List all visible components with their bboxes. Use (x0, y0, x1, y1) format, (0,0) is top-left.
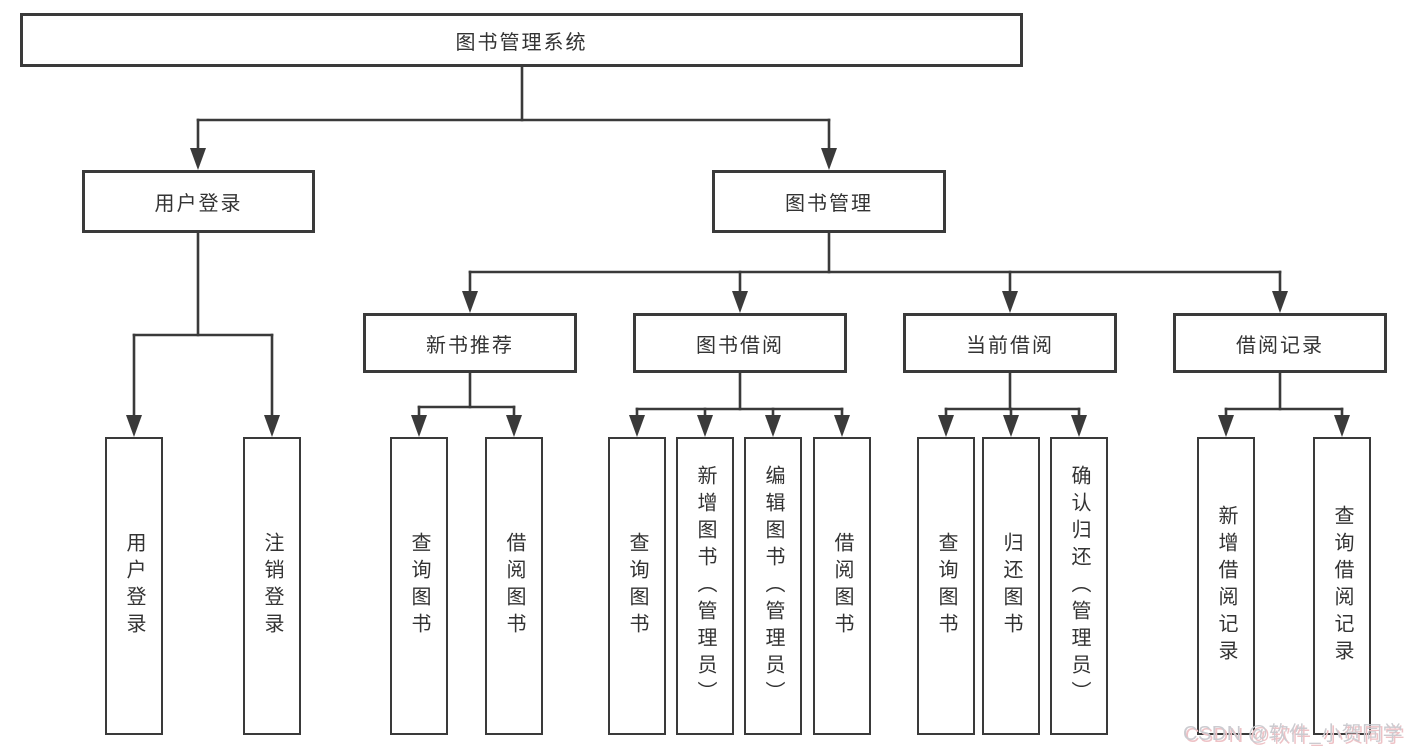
leaf-query-books-recommend: 查询图书 (390, 437, 448, 735)
leaf-label: 用户登录 (123, 532, 145, 640)
connector-root (190, 65, 837, 170)
leaf-label: 确认归还（管理员） (1068, 464, 1090, 708)
connector-book-borrow (629, 371, 850, 437)
leaf-label: 查询图书 (935, 532, 957, 640)
connector-user-login (126, 231, 280, 437)
leaf-confirm-return-admin: 确认归还（管理员） (1050, 437, 1108, 735)
connector-book-management (462, 231, 1288, 313)
leaf-query-books-current: 查询图书 (917, 437, 975, 735)
leaf-label: 归还图书 (1000, 532, 1022, 640)
leaf-borrow-books: 借阅图书 (813, 437, 871, 735)
leaf-label: 查询图书 (626, 532, 648, 640)
leaf-query-borrow-record: 查询借阅记录 (1313, 437, 1371, 735)
leaf-query-books-borrow: 查询图书 (608, 437, 666, 735)
leaf-return-books: 归还图书 (982, 437, 1040, 735)
leaf-add-books-admin: 新增图书（管理员） (676, 437, 734, 735)
node-current-borrow: 当前借阅 (903, 313, 1117, 373)
leaf-label: 借阅图书 (503, 532, 525, 640)
leaf-label: 借阅图书 (831, 532, 853, 640)
leaf-label: 查询图书 (408, 532, 430, 640)
connector-borrow-records (1218, 371, 1350, 437)
connector-new-book-recommend (411, 371, 522, 437)
leaf-edit-books-admin: 编辑图书（管理员） (744, 437, 802, 735)
leaf-label: 查询借阅记录 (1331, 505, 1353, 667)
leaf-logout: 注销登录 (243, 437, 301, 735)
node-borrow-records: 借阅记录 (1173, 313, 1387, 373)
leaf-borrow-books-recommend: 借阅图书 (485, 437, 543, 735)
node-book-borrow: 图书借阅 (633, 313, 847, 373)
leaf-label: 注销登录 (261, 532, 283, 640)
node-new-book-recommend: 新书推荐 (363, 313, 577, 373)
leaf-label: 新增借阅记录 (1215, 505, 1237, 667)
leaf-add-borrow-record: 新增借阅记录 (1197, 437, 1255, 735)
leaf-label: 新增图书（管理员） (694, 464, 716, 708)
connector-current-borrow (938, 371, 1087, 437)
leaf-label: 编辑图书（管理员） (762, 464, 784, 708)
csdn-watermark: CSDN @软件_小贺同学 (1183, 723, 1404, 745)
node-root: 图书管理系统 (20, 13, 1023, 67)
node-book-management: 图书管理 (712, 170, 946, 233)
leaf-user-login: 用户登录 (105, 437, 163, 735)
node-user-login: 用户登录 (82, 170, 315, 233)
